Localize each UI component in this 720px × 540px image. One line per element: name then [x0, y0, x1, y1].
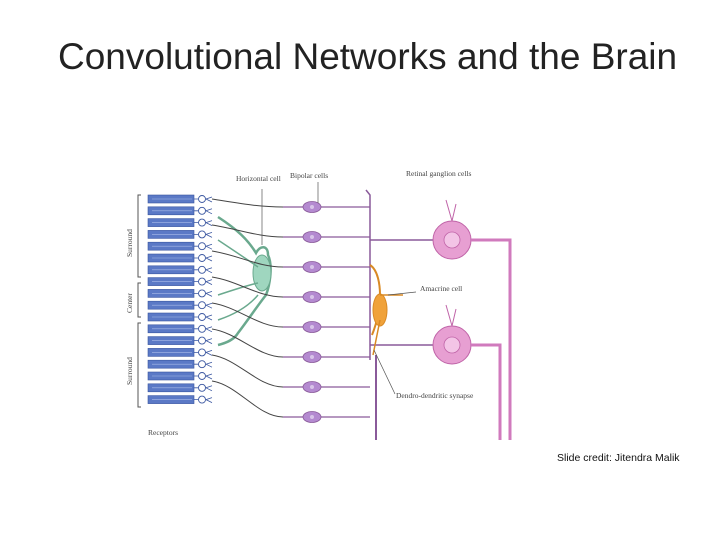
- wiring-line: [211, 380, 284, 418]
- receptor-bipolar-wiring: [211, 198, 284, 418]
- label-dendro-dendritic-synapse: Dendro-dendritic synapse: [396, 391, 474, 400]
- bipolar-cell: [283, 231, 370, 243]
- receptor-cell: [147, 336, 213, 345]
- receptor-cells: [147, 194, 213, 404]
- ganglion-cell: [432, 199, 472, 260]
- receptor-cell: [147, 383, 213, 393]
- label-leader-lines: [261, 182, 417, 395]
- wiring-line: [211, 198, 284, 208]
- receptor-cell: [147, 371, 213, 381]
- bipolar-ganglion-axons: [365, 189, 433, 360]
- bipolar-cell: [283, 291, 370, 303]
- label-surround-bottom: Surround: [125, 357, 134, 385]
- wiring-line: [211, 276, 284, 298]
- receptor-cell: [147, 253, 213, 263]
- retina-diagram: Surround Center Surround: [108, 145, 548, 445]
- receptor-cell: [147, 194, 213, 204]
- wiring-line: [211, 302, 284, 328]
- ganglion-cells: [432, 199, 472, 365]
- bracket-surround-bottom: [137, 322, 141, 408]
- retina-diagram-svg: Surround Center Surround: [108, 145, 548, 445]
- receptor-cell: [147, 359, 213, 369]
- wiring-line: [211, 250, 284, 268]
- slide-title: Convolutional Networks and the Brain: [58, 36, 678, 77]
- label-receptors: Receptors: [148, 428, 178, 437]
- bracket-surround-top: [137, 194, 141, 278]
- slide-credit: Slide credit: Jitendra Malik: [557, 452, 680, 464]
- receptor-cell: [147, 265, 213, 275]
- receptor-cell: [147, 300, 213, 310]
- label-bipolar-cells: Bipolar cells: [290, 171, 328, 180]
- receptor-cell: [147, 277, 213, 286]
- receptor-group-brackets: [137, 194, 141, 408]
- label-amacrine-cell: Amacrine cell: [420, 284, 462, 293]
- bipolar-cell: [283, 261, 370, 273]
- bipolar-cell: [283, 321, 370, 333]
- receptor-cell: [147, 218, 213, 227]
- wiring-line: [211, 224, 284, 238]
- amacrine-cell: [369, 264, 403, 356]
- receptor-cell: [147, 206, 213, 216]
- receptor-cell: [147, 348, 213, 357]
- bipolar-cell: [283, 201, 370, 213]
- ganglion-axons: [470, 238, 512, 440]
- label-center: Center: [125, 293, 134, 313]
- ganglion-cell: [432, 304, 472, 365]
- bipolar-cell: [283, 411, 370, 423]
- bipolar-cell: [283, 381, 370, 393]
- bipolar-cell: [283, 351, 370, 363]
- label-horizontal-cell: Horizontal cell: [236, 174, 281, 183]
- horizontal-cell: [217, 215, 272, 347]
- receptor-cell: [147, 241, 213, 251]
- receptor-cell: [147, 312, 213, 322]
- bracket-center: [137, 282, 141, 318]
- wiring-line: [211, 328, 284, 358]
- label-retinal-ganglion-cells: Retinal ganglion cells: [406, 169, 471, 178]
- receptor-cell: [147, 289, 213, 298]
- receptor-cell: [147, 395, 213, 404]
- receptor-cell: [147, 324, 213, 334]
- bipolar-cells: [283, 201, 370, 423]
- wiring-line: [211, 354, 284, 388]
- receptor-cell: [147, 230, 213, 239]
- label-surround-top: Surround: [125, 229, 134, 257]
